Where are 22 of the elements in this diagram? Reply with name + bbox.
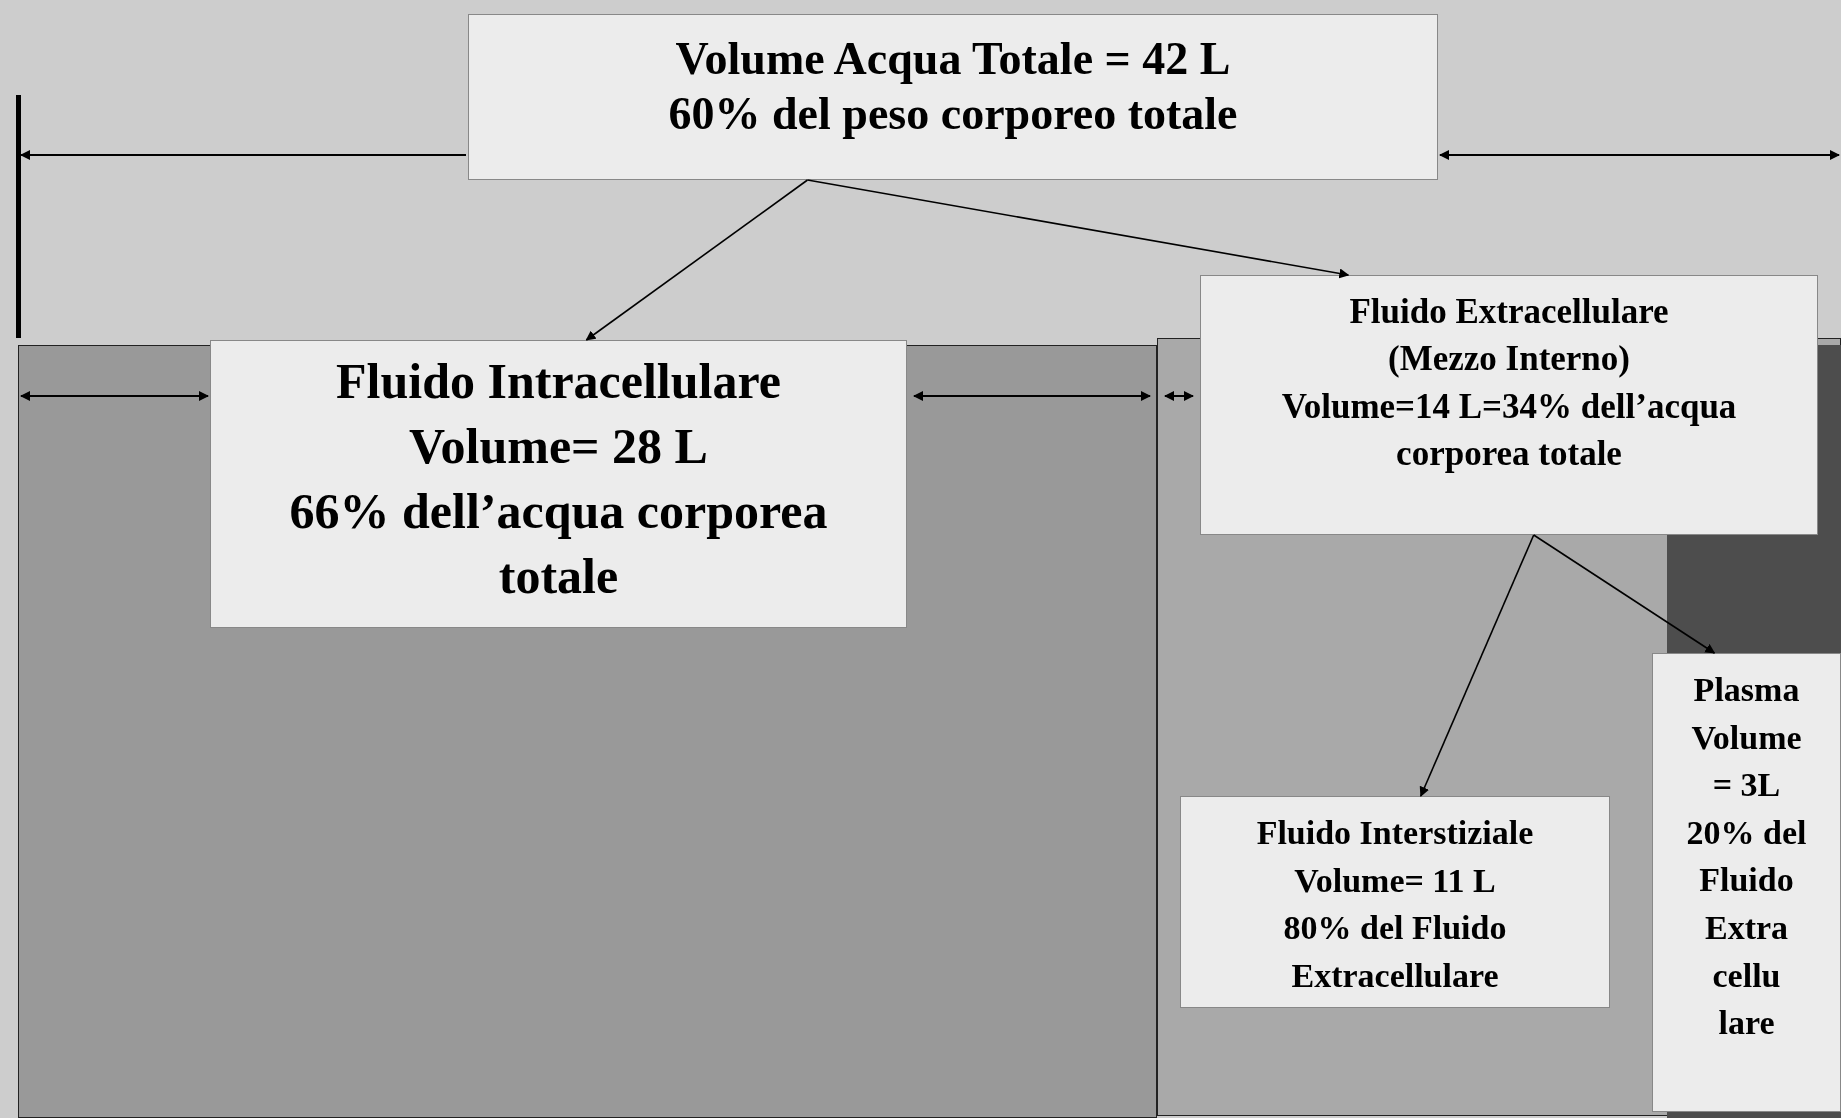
label-box xyxy=(1200,275,1818,535)
box-text: Fluido Intracellulare xyxy=(336,352,781,411)
box-text: Volume= 11 L xyxy=(1294,860,1496,901)
box-text: Volume Acqua Totale = 42 L xyxy=(675,32,1231,86)
arrow xyxy=(585,179,809,341)
label-box xyxy=(468,14,1438,180)
arrow xyxy=(1532,534,1716,654)
box-text: Volume=14 L=34% dell’acqua corporea totale xyxy=(1280,385,1738,475)
label-box xyxy=(1180,796,1610,1008)
box-text: Fluido Interstiziale xyxy=(1256,813,1534,853)
box-text: (Mezzo Interno) xyxy=(1388,338,1630,381)
box-text: Volume= 28 L xyxy=(409,417,708,476)
box-text: Plasma Volume = 3L xyxy=(1690,670,1803,806)
label-box xyxy=(210,340,907,628)
label-box xyxy=(1652,653,1841,1112)
box-text: 80% del Fluido Extracellulare xyxy=(1282,908,1508,996)
arrow xyxy=(806,179,1350,279)
box-text: 66% dell’acqua corporea totale xyxy=(288,482,829,606)
arrow xyxy=(1419,534,1535,797)
box-text: 60% del peso corporeo totale xyxy=(668,87,1238,142)
box-text: Fluido Extracellulare xyxy=(1349,291,1669,333)
box-text: 20% del Fluido Extra cellu lare xyxy=(1685,812,1808,1044)
